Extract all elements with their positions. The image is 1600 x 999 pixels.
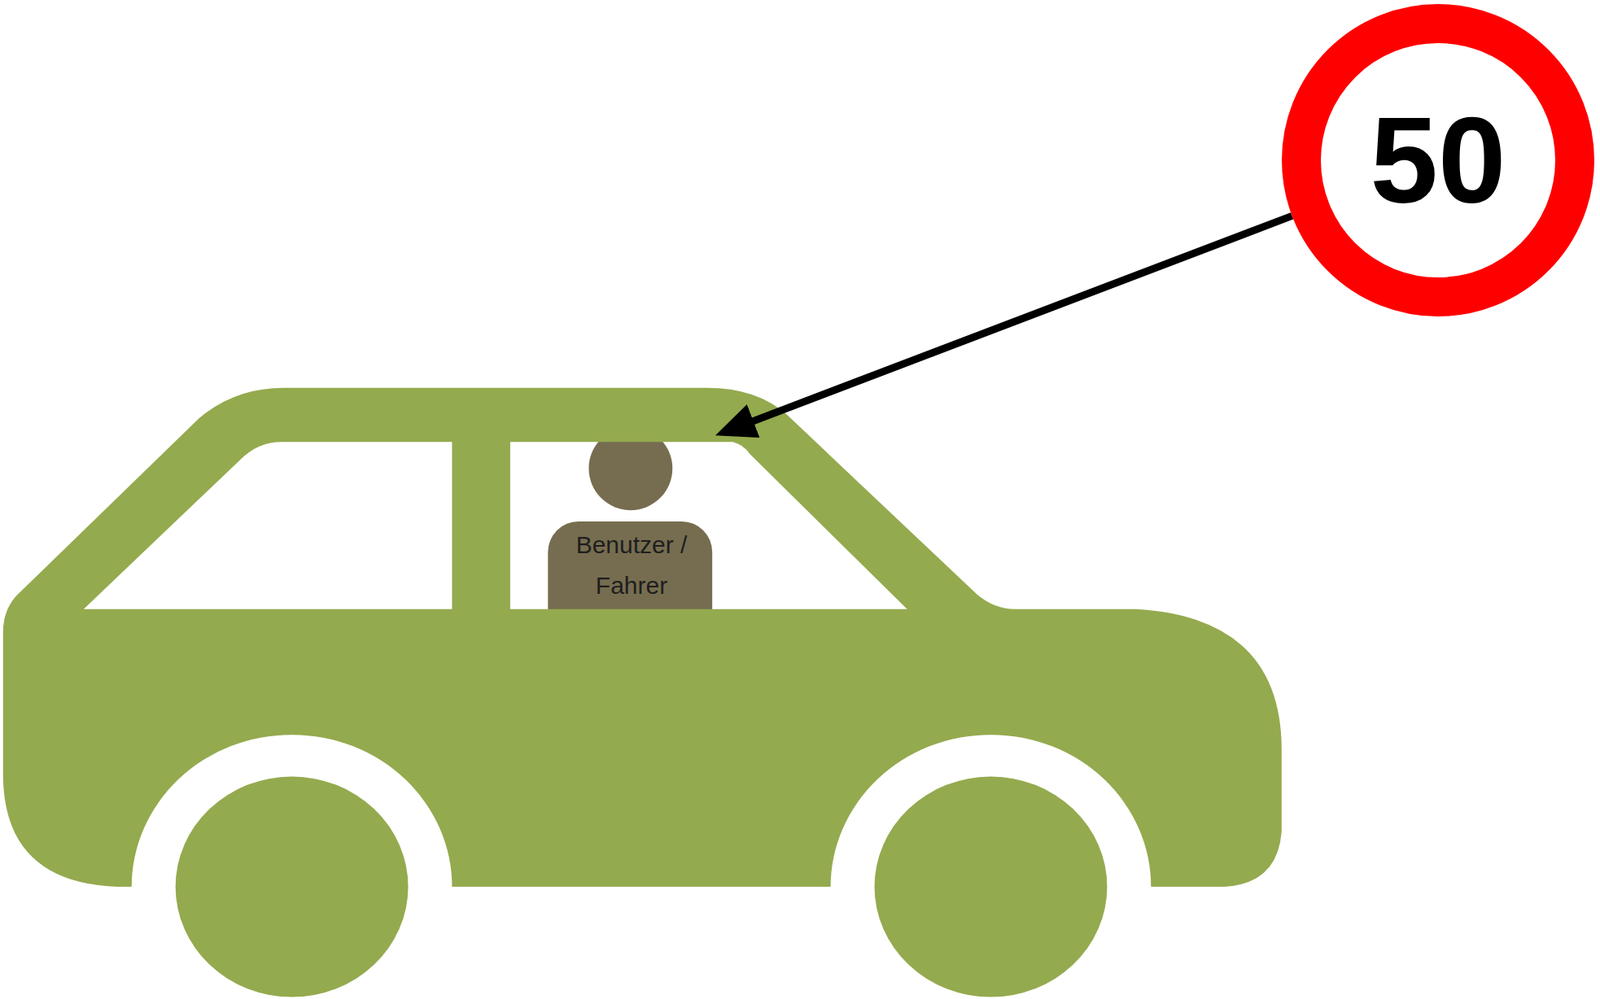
sign-ring: [1301, 23, 1575, 298]
driver-label-box: Benutzer / Fahrer: [547, 426, 716, 610]
text-area: 50: [1281, 4, 1595, 317]
speed-limit-sign: 50: [1281, 4, 1595, 317]
front-wheel: [874, 777, 1108, 998]
car-body: [3, 388, 1282, 888]
rear-wheel: [175, 777, 409, 998]
text-area: Benutzer / Fahrer: [547, 521, 716, 610]
speed-limit-number: 50: [1370, 99, 1507, 222]
node-label: Benutzer / Fahrer: [550, 524, 713, 607]
arrow-connector: [730, 215, 1293, 430]
